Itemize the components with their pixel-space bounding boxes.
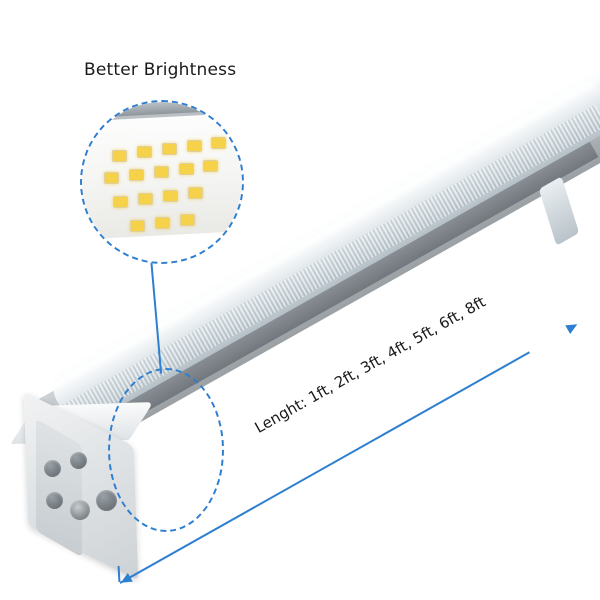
led-chip	[154, 166, 169, 178]
screw-icon	[70, 452, 87, 469]
led-chip	[130, 220, 145, 232]
led-chip	[104, 172, 119, 184]
led-chip	[129, 169, 144, 181]
tube-far-end-cap	[538, 176, 580, 246]
led-chip	[180, 214, 195, 226]
screw-icon	[46, 492, 63, 509]
led-chip	[179, 163, 194, 175]
led-chip	[187, 140, 202, 152]
led-chip	[113, 196, 128, 208]
led-chip	[211, 137, 226, 149]
magnifier-contents	[82, 102, 242, 262]
callout-focus-ellipse	[108, 368, 224, 532]
callout-title: Better Brightness	[84, 60, 237, 80]
led-chip	[188, 187, 203, 199]
screw-icon	[70, 500, 90, 520]
led-chip	[112, 150, 127, 162]
screw-icon	[96, 490, 117, 511]
led-chip	[203, 160, 218, 172]
led-chip	[163, 190, 178, 202]
led-chip	[138, 193, 153, 205]
screw-icon	[44, 460, 61, 477]
magnifier-circle	[80, 100, 244, 264]
led-chip	[155, 217, 170, 229]
led-chip	[162, 143, 177, 155]
led-chip	[137, 146, 152, 158]
